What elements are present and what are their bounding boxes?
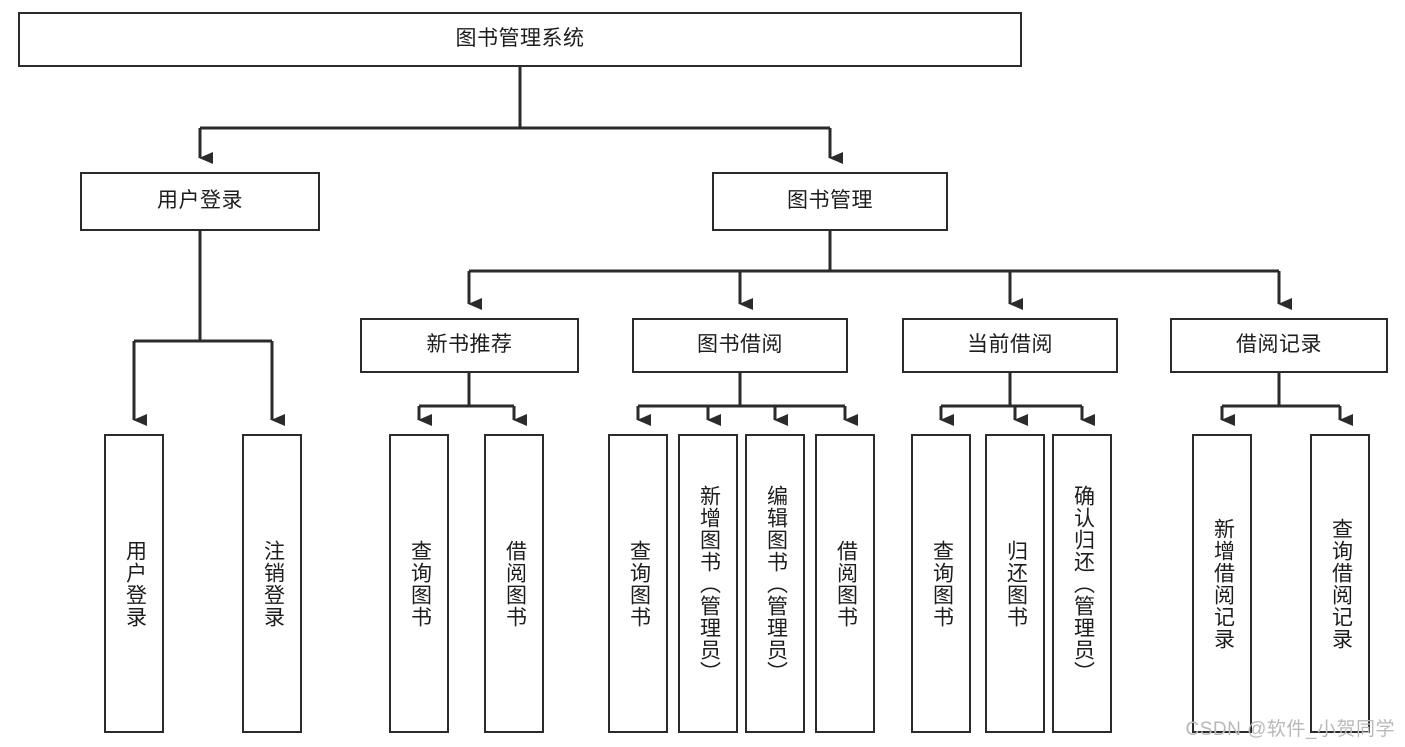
watermark-text: CSDN @软件_小贺同学 [1185,719,1395,740]
node-current-borrow-label: 当前借阅 [967,333,1053,357]
node-root-label: 图书管理系统 [455,27,585,51]
node-book-borrow[interactable]: 图书借阅 [632,318,848,373]
node-user-login[interactable]: 用户登录 [80,172,320,231]
node-leaf-query-book-2[interactable]: 查询图书 [608,434,668,733]
node-leaf-query-book-1-label: 查询图书 [408,539,432,628]
node-leaf-confirm-return[interactable]: 确认归还（管理员） [1052,434,1112,733]
node-leaf-edit-book[interactable]: 编辑图书（管理员） [745,434,805,733]
node-leaf-user-login-label: 用户登录 [123,539,147,628]
node-root[interactable]: 图书管理系统 [18,12,1022,67]
node-book-borrow-label: 图书借阅 [697,333,783,357]
node-user-login-label: 用户登录 [157,189,243,213]
node-leaf-borrow-book-1[interactable]: 借阅图书 [484,434,544,733]
node-leaf-query-book-2-label: 查询图书 [627,539,651,628]
node-book-manage[interactable]: 图书管理 [712,172,948,231]
node-leaf-add-record[interactable]: 新增借阅记录 [1192,434,1252,733]
node-leaf-add-record-label: 新增借阅记录 [1211,517,1235,650]
node-leaf-query-book-3-label: 查询图书 [930,539,954,628]
node-leaf-query-record-label: 查询借阅记录 [1329,517,1353,650]
node-leaf-return-book[interactable]: 归还图书 [985,434,1045,733]
node-leaf-query-book-1[interactable]: 查询图书 [389,434,449,733]
node-leaf-borrow-book-2-label: 借阅图书 [834,539,858,628]
node-leaf-return-book-label: 归还图书 [1004,539,1028,628]
node-borrow-record-label: 借阅记录 [1236,333,1322,357]
node-borrow-record[interactable]: 借阅记录 [1170,318,1388,373]
node-leaf-query-record[interactable]: 查询借阅记录 [1310,434,1370,733]
node-leaf-confirm-return-label: 确认归还（管理员） [1071,484,1095,683]
node-book-manage-label: 图书管理 [787,189,873,213]
node-leaf-user-login[interactable]: 用户登录 [104,434,164,733]
node-leaf-borrow-book-2[interactable]: 借阅图书 [815,434,875,733]
node-new-book-recommend-label: 新书推荐 [426,333,513,357]
node-current-borrow[interactable]: 当前借阅 [902,318,1118,373]
node-leaf-user-logout-label: 注销登录 [261,539,285,628]
node-new-book-recommend[interactable]: 新书推荐 [360,318,579,373]
node-leaf-add-book[interactable]: 新增图书（管理员） [678,434,738,733]
node-leaf-user-logout[interactable]: 注销登录 [242,434,302,733]
node-leaf-borrow-book-1-label: 借阅图书 [503,539,527,628]
node-leaf-add-book-label: 新增图书（管理员） [697,484,721,683]
node-leaf-edit-book-label: 编辑图书（管理员） [764,484,788,683]
node-leaf-query-book-3[interactable]: 查询图书 [911,434,971,733]
